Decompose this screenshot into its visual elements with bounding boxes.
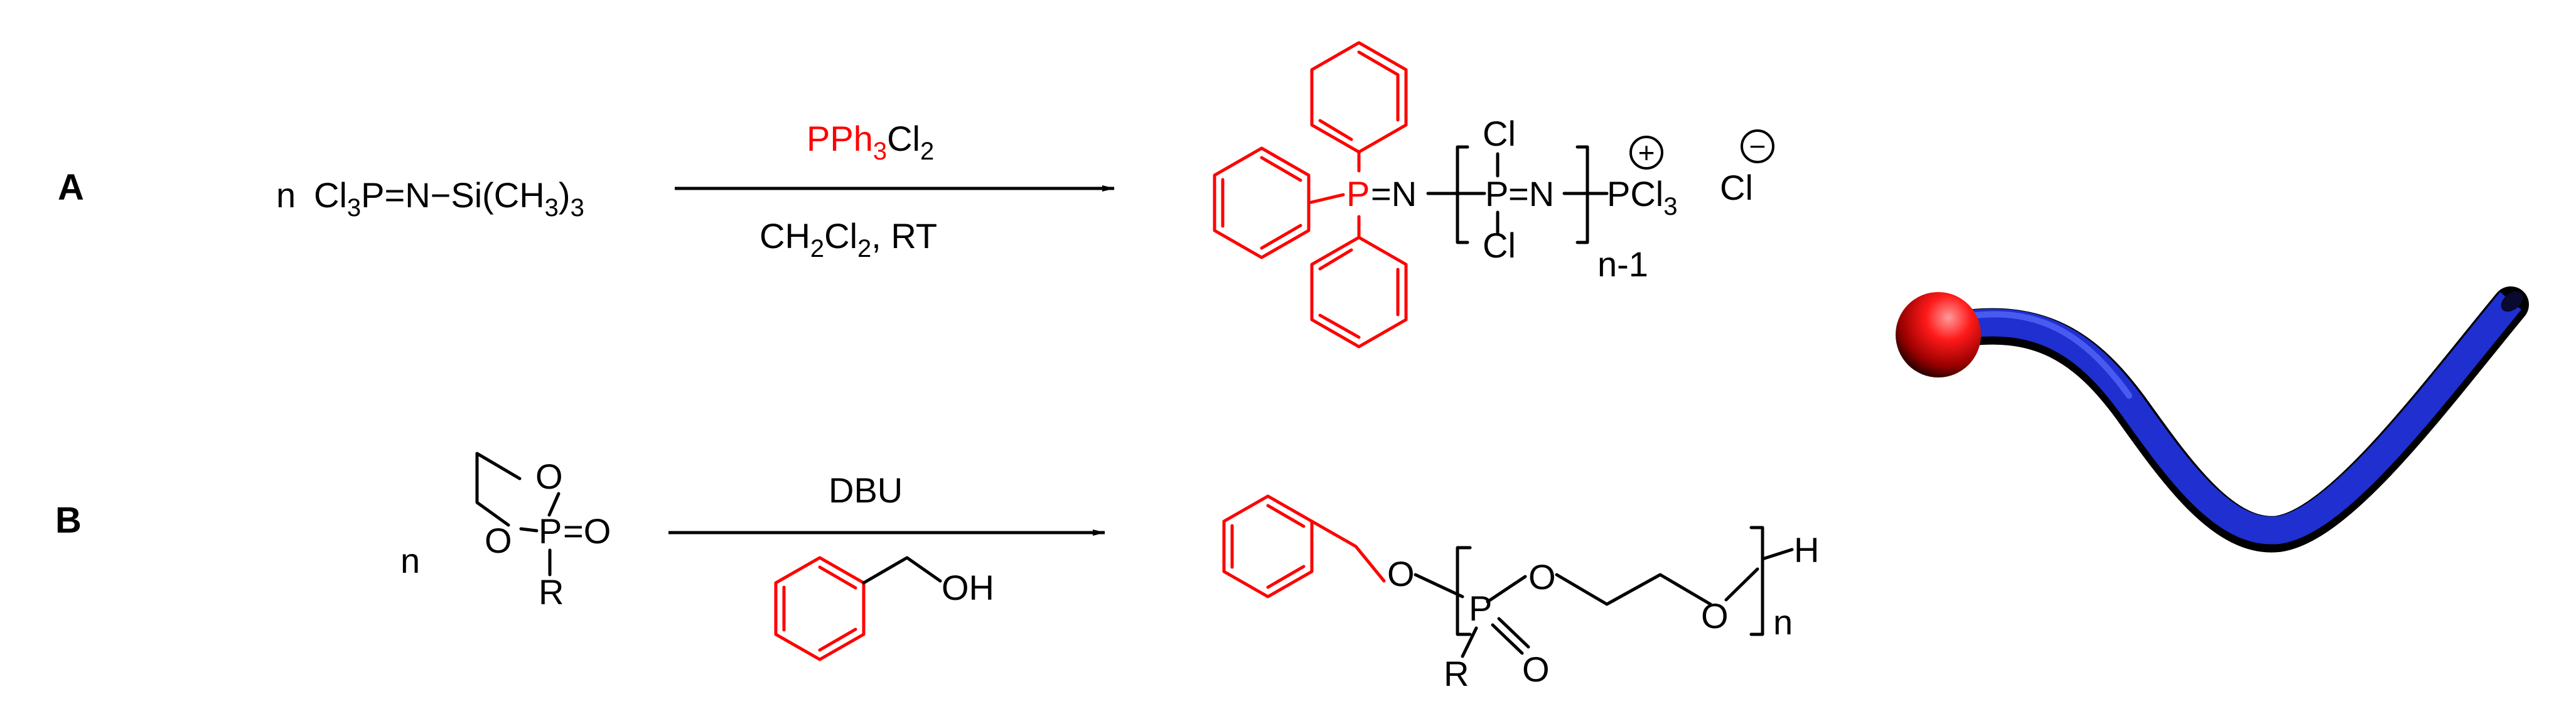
phenyl-top-inner2 xyxy=(1318,119,1353,141)
phenyl-left xyxy=(1213,146,1311,259)
reagent-a-part1: PPh xyxy=(807,119,873,158)
ring-oxygen-2: O xyxy=(485,521,512,560)
phenyl-top xyxy=(1310,41,1408,154)
chlorine-top: Cl xyxy=(1483,114,1516,153)
phenyl-bottom-inner1 xyxy=(1318,248,1353,271)
coefficient-b: n xyxy=(400,541,420,580)
minus-charge: − xyxy=(1749,130,1766,163)
benzyl-alcohol-inner2 xyxy=(818,565,857,590)
bracket-left-b xyxy=(1456,546,1472,636)
bond-p-o2 xyxy=(1486,575,1527,604)
reagent-a-sub1: 3 xyxy=(873,138,887,165)
chain-end-ball xyxy=(1896,292,1981,377)
minus-charge-circle xyxy=(1741,129,1774,163)
monomer-a-part2: P=N−Si(CH xyxy=(361,175,545,215)
ester-oxygen-3: O xyxy=(1701,596,1729,636)
substituent-r: R xyxy=(539,572,564,612)
bond-to-h xyxy=(1761,548,1794,561)
reagent-a-sub2: 2 xyxy=(920,138,934,165)
product-r: R xyxy=(1444,654,1469,693)
benzyl-ring-inner3 xyxy=(1266,565,1306,589)
polymer-chain-illustration xyxy=(1896,286,2529,553)
phenyl-top-inner xyxy=(1357,50,1400,122)
conditions-a-part3: , RT xyxy=(871,216,937,256)
reagent-a: PPh3Cl2 xyxy=(807,119,934,165)
repeat-subscript-b: n xyxy=(1773,602,1793,642)
bond-p-o-double-1 xyxy=(1491,623,1524,655)
benzyl-alcohol-ring xyxy=(774,556,866,661)
benzyl-ring xyxy=(1222,494,1314,599)
plus-charge: + xyxy=(1638,136,1655,169)
reagent-dbu: DBU xyxy=(829,470,903,510)
conditions-a-sub1: 2 xyxy=(810,235,824,263)
end-group-base: PCl xyxy=(1607,174,1663,214)
conditions-a-part2: Cl xyxy=(824,216,857,256)
monomer-a-part3: ) xyxy=(559,175,571,215)
product-phosphoryl-oxygen: O xyxy=(1522,649,1550,689)
ester-oxygen-1: O xyxy=(1387,554,1415,594)
bracket-left xyxy=(1456,145,1469,244)
phosphoryl-oxygen: =O xyxy=(563,511,611,551)
chain-end-cap xyxy=(2501,291,2523,312)
ring-backbone xyxy=(475,452,522,527)
ring-bond-o2-p xyxy=(519,527,539,533)
phenyl-left-inner2 xyxy=(1260,156,1302,182)
end-group-sub: 3 xyxy=(1663,193,1677,220)
bond-o1-p xyxy=(1414,573,1464,599)
monomer-a-part1: Cl xyxy=(314,175,347,215)
bond-p-left xyxy=(1307,193,1345,205)
ring-oxygen-1: O xyxy=(535,457,563,496)
conditions-a-part1: CH xyxy=(759,216,810,256)
product-b: O P O O H n R O xyxy=(1222,494,1819,693)
plus-charge-circle xyxy=(1629,136,1663,170)
ethylene-chain xyxy=(1555,573,1712,606)
initiator-p: P xyxy=(1346,174,1370,214)
monomer-a-sub1: 3 xyxy=(347,194,361,222)
panel-label-b: B xyxy=(55,500,82,541)
benzyl-alcohol: OH xyxy=(774,556,994,661)
imine-n: =N xyxy=(1371,174,1417,214)
chlorine-bottom: Cl xyxy=(1483,225,1516,265)
bracket-right-b xyxy=(1749,526,1764,636)
phenyl-bottom xyxy=(1310,236,1408,349)
repeat-subscript: n-1 xyxy=(1597,244,1648,284)
repeat-p: P xyxy=(1485,174,1508,214)
bond-p-o-double-2 xyxy=(1497,617,1530,649)
end-group: PCl3 xyxy=(1607,174,1677,220)
monomer-a-formula: Cl3P=N−Si(CH3)3 xyxy=(314,175,584,222)
benzyl-ch2 xyxy=(1310,519,1386,583)
coefficient-a: n xyxy=(276,175,296,215)
benzyl-alcohol-inner3 xyxy=(818,627,857,652)
phenyl-bottom-inner3 xyxy=(1318,313,1361,339)
product-phosphorus: P xyxy=(1469,589,1492,628)
chain-body xyxy=(1948,291,2521,545)
bond-p-r-b xyxy=(1461,626,1478,658)
monomer-a-sub3: 3 xyxy=(571,194,584,222)
bond-o3-bracket xyxy=(1724,567,1759,602)
counterion-cl: Cl xyxy=(1720,168,1753,207)
monomer-b: n O O P =O R xyxy=(400,452,611,612)
reagent-a-part2: Cl xyxy=(887,119,920,158)
conditions-a-sub2: 2 xyxy=(857,235,871,263)
ester-oxygen-2: O xyxy=(1528,557,1556,597)
conditions-a: CH2Cl2, RT xyxy=(759,216,937,263)
ring-bond-o1-p xyxy=(547,492,561,517)
monomer-a: n Cl3P=N−Si(CH3)3 xyxy=(276,175,584,222)
benzyl-alcohol-ch2 xyxy=(862,556,942,585)
phenyl-left-inner3 xyxy=(1260,224,1302,250)
repeat-n: =N xyxy=(1508,174,1554,214)
terminal-h: H xyxy=(1794,530,1819,570)
hydroxyl: OH xyxy=(942,568,994,607)
phosphorus: P xyxy=(539,511,562,551)
chain-highlight xyxy=(1955,311,2132,399)
product-a: P =N Cl P =N Cl PCl3 n-1 + Cl − xyxy=(1213,41,1774,349)
benzyl-ring-inner2 xyxy=(1266,504,1306,528)
monomer-a-sub2: 3 xyxy=(545,194,559,222)
panel-label-a: A xyxy=(58,167,84,208)
